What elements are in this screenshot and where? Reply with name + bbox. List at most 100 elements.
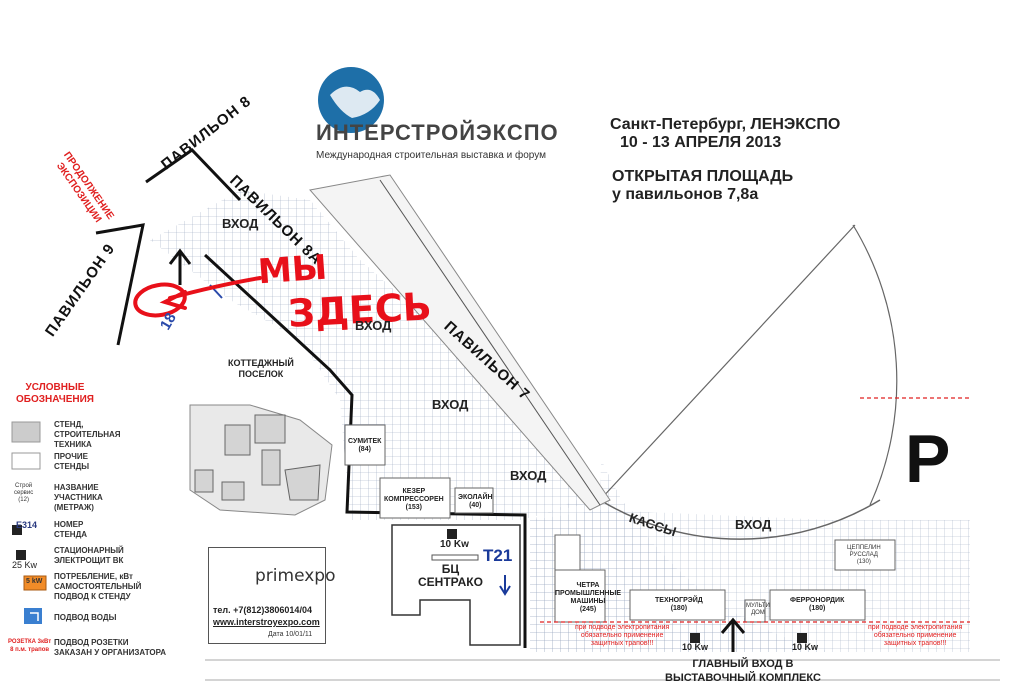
legend-item-6-line-2: САМОСТОЯТЕЛЬНЫЙ: [54, 582, 142, 591]
legend-item-1-line-1: СТЕНД,: [54, 420, 84, 429]
legend-item-6-sample: 5 kW: [26, 578, 43, 585]
legend-swatch-electro: [16, 550, 26, 560]
stand-kezer-name-1: КЕЗЕР: [402, 488, 426, 495]
legend-item-1: СТЕНД, СТРОИТЕЛЬНАЯ ТЕХНИКА: [54, 420, 121, 450]
t21-label: T21: [483, 546, 513, 565]
bc-label-line-2: СЕНТРАКО: [418, 575, 483, 589]
cottage-3: [194, 469, 214, 493]
radial-line-1: [599, 224, 856, 501]
stand-cepelin: ЦЕППЕЛИН РУССЛАД (130): [847, 545, 881, 566]
legend-item-1-line-2: СТРОИТЕЛЬНАЯ: [54, 430, 121, 439]
warning-left-line-2: обязательно применение: [580, 632, 664, 639]
main-entrance-label: ГЛАВНЫЙ ВХОД В ВЫСТАВОЧНЫЙ КОМПЛЕКС: [665, 657, 821, 685]
header-dates: 10 - 13 АПРЕЛЯ 2013: [620, 134, 782, 151]
legend-item-6: ПОТРЕБЛЕНИЕ, кВт САМОСТОЯТЕЛЬНЫЙ ПОДВОД …: [54, 572, 141, 602]
legend-swatch-white: [11, 452, 41, 470]
legend-item-5: СТАЦИОНАРНЫЙ ЭЛЕКТРОЩИТ ВК: [54, 546, 124, 566]
legend-item-2: ПРОЧИЕ СТЕНДЫ: [54, 452, 89, 472]
stand-ekolain-name: ЭКОЛАЙН: [458, 494, 493, 501]
legend-item-6-line-3: ПОДВОД К СТЕНДУ: [54, 592, 131, 601]
entrance-mid-label: ВХОД: [355, 318, 392, 333]
stand-kezer-name-2: КОМПРЕССОРЕН: [384, 496, 444, 503]
entrance-p7-1-label: ВХОД: [432, 397, 469, 412]
pavilion-9-outline: [95, 223, 145, 346]
stand-sumitek-name: СУМИТЕК: [348, 438, 382, 445]
legend-title-line-1: УСЛОВНЫЕ: [25, 382, 85, 393]
stand-ferronordik: ФЕРРОНОРДИК (180): [790, 597, 844, 613]
we-are-here-arrow: [159, 276, 262, 310]
organizer-site-link[interactable]: www.interstroyexpo.com: [213, 617, 320, 627]
bc-sentrako-building: [391, 524, 521, 646]
stand-chetra: ЧЕТРА ПРОМЫШЛЕННЫЕ МАШИНЫ (245): [555, 582, 621, 614]
power-icon-left: [690, 633, 700, 643]
stand-kezer: КЕЗЕР КОМПРЕССОРЕН (153): [384, 488, 444, 512]
legend-item-6-line-1: ПОТРЕБЛЕНИЕ, кВт: [54, 572, 133, 581]
cottage-6: [254, 414, 286, 444]
stand-multidom-name-2: ДОМ: [751, 610, 765, 616]
stand-sumitek-size: (84): [358, 446, 371, 453]
organizer-box: [208, 547, 326, 644]
legend-swatch-water: [24, 608, 42, 624]
t21-arrow: [499, 575, 511, 596]
cottage-7: [284, 464, 321, 501]
legend-item-4-line-2: СТЕНДА: [54, 530, 88, 539]
bc-power-label: 10 Kw: [440, 539, 469, 550]
legend-title-line-2: ОБОЗНАЧЕНИЯ: [16, 394, 94, 405]
power-left-label: 10 Kw: [682, 642, 709, 652]
pavilion-7-band: [309, 174, 611, 511]
logo-name: ИНТЕРСТРОЙЭКСПО: [316, 120, 559, 145]
warning-left-line-1: при подводе электропитания: [575, 624, 670, 631]
legend-item-3-sample-1: Строй: [15, 483, 33, 489]
main-entrance-arrow: [720, 617, 746, 652]
legend-item-4: НОМЕР СТЕНДА: [54, 520, 87, 540]
legend-swatch-power: [23, 575, 47, 591]
legend-item-8-line-2: ЗАКАЗАН У ОРГАНИЗАТОРА: [54, 648, 167, 657]
cottage-label: КОТТЕДЖНЫЙ ПОСЕЛОК: [228, 358, 294, 380]
stand-sumitek-box: [344, 424, 386, 466]
legend-item-7: ПОДВОД ВОДЫ: [54, 613, 117, 622]
warning-right: при подводе электропитания обязательно п…: [868, 624, 962, 648]
stand-cepelin-box: [834, 539, 896, 571]
stand-chetra-name-3: МАШИНЫ: [570, 598, 606, 605]
header-area-subtitle: у павильонов 7,8а: [612, 186, 759, 203]
circle-edge: [599, 499, 881, 540]
header-area-title: ОТКРЫТАЯ ПЛОЩАДЬ: [612, 168, 794, 185]
power-right-label: 10 Kw: [792, 642, 819, 652]
header-city: Санкт-Петербург, ЛЕНЭКСПО: [610, 116, 841, 133]
legend-item-8-sample: РОЗЕТКА 3кВт 8 п.м. трапов: [8, 638, 51, 654]
legend-swatch-socket: [12, 525, 22, 535]
legend-item-5-line-2: ЭЛЕКТРОЩИТ ВК: [54, 556, 124, 565]
parking-sign: P: [905, 421, 951, 497]
stand-cepelin-name-2: РУССЛАД: [849, 552, 878, 558]
cottage-5: [224, 424, 251, 456]
stand-chetra-name-1: ЧЕТРА: [576, 582, 600, 589]
stand-multidom-name-1: МУЛЬТИ: [746, 603, 770, 609]
legend-item-8-sample-2: 8 п.м. трапов: [10, 647, 50, 653]
cottage-label-line-2: ПОСЕЛОК: [238, 369, 284, 379]
legend-item-3-line-2: УЧАСТНИКА: [54, 493, 103, 502]
legend-item-8: ПОДВОД РОЗЕТКИ ЗАКАЗАН У ОРГАНИЗАТОРА: [54, 638, 166, 658]
legend-swatch-gray: [11, 421, 41, 443]
main-entrance-line-2: ВЫСТАВОЧНЫЙ КОМПЛЕКС: [665, 672, 821, 684]
stand-chetra-box: [554, 569, 606, 623]
legend-item-1-line-3: ТЕХНИКА: [54, 440, 92, 449]
stand-ferronordik-box: [769, 589, 866, 621]
legend-item-2-line-1: ПРОЧИЕ: [54, 452, 88, 461]
legend-item-3-line-3: (МЕТРАЖ): [54, 503, 94, 512]
grid-zone-north: [150, 190, 600, 520]
stand-cepelin-size: (130): [856, 559, 871, 565]
handwriting-line-1: МЫ: [256, 247, 329, 293]
bottom-lane: [205, 659, 1000, 681]
warning-right-line-2: обязательно применение: [873, 632, 957, 639]
stand-multidom-box: [744, 599, 766, 623]
pavilion-8-outline: [145, 148, 242, 202]
power-icon-bc: [447, 529, 457, 539]
entrance-top-label: ВХОД: [222, 216, 259, 231]
cottage-8: [261, 449, 281, 486]
legend-item-4-sample: E314: [16, 520, 38, 530]
legend-item-3-sample: Строй сервис (12): [14, 483, 33, 504]
entrance-right-label: ВХОД: [735, 517, 772, 532]
stand-technogreid-box: [629, 589, 726, 621]
legend-item-2-line-2: СТЕНДЫ: [54, 462, 90, 471]
